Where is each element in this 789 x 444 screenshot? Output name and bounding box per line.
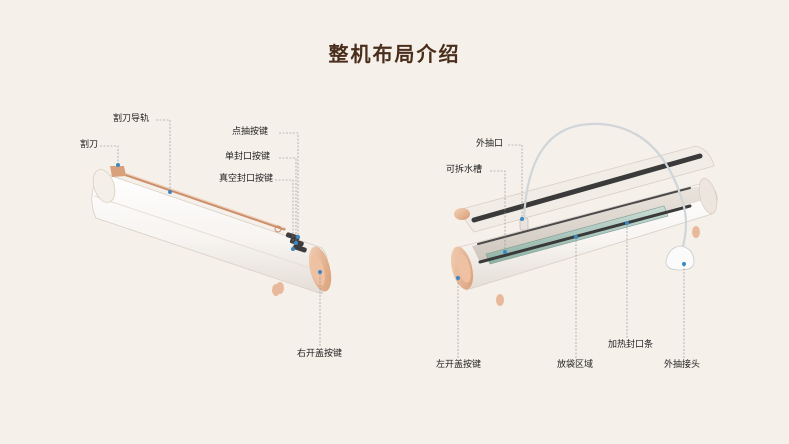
rail-end: [274, 225, 282, 233]
left-guide-dots: [116, 163, 322, 274]
heating-strip: [478, 204, 692, 264]
left-device: [91, 166, 332, 296]
label-cutter: 割刀: [80, 140, 99, 150]
label-pulse-button: 点抽按键: [232, 127, 269, 137]
label-seal-button: 单封口按键: [225, 152, 271, 162]
left-cover-button[interactable]: [455, 252, 474, 284]
right-device: [450, 122, 718, 306]
vacuum-seal-button[interactable]: [292, 244, 307, 253]
label-cutter-rail: 割刀导轨: [113, 114, 150, 124]
right-cover-button[interactable]: [308, 253, 327, 287]
left-end-cap: [92, 169, 116, 203]
device-foot: [276, 282, 284, 294]
page-title: 整机布局介绍: [328, 42, 461, 66]
label-right-cover-button: 右开盖按键: [297, 349, 343, 359]
label-external-suction-port: 外抽口: [476, 139, 504, 149]
device-foot: [692, 226, 700, 238]
device-foot: [496, 294, 504, 306]
lid-seam: [93, 195, 317, 271]
left-leader-lines: [100, 119, 321, 346]
right-end-cap: [698, 178, 718, 214]
label-vacuum-seal-button: 真空封口按键: [219, 174, 274, 184]
cutter-rail-highlight: [117, 170, 285, 229]
cutter[interactable]: [110, 166, 126, 177]
base-gasket: [477, 187, 691, 245]
external-suction-connector[interactable]: [665, 245, 695, 271]
right-guide-dots: [456, 217, 686, 280]
suction-hose: [522, 122, 688, 251]
label-heating-strip: 加热封口条: [608, 340, 654, 350]
label-removable-water-tank: 可拆水槽: [446, 165, 483, 175]
label-left-cover-button: 左开盖按键: [436, 360, 482, 370]
label-external-suction-connector: 外抽接头: [664, 360, 701, 370]
cutter-rail: [116, 170, 286, 231]
lid-end-cap: [454, 208, 470, 220]
right-leader-lines: [457, 144, 685, 358]
label-bag-area: 放袋区域: [557, 360, 594, 370]
lid-gasket: [471, 153, 703, 223]
device-body: [91, 171, 329, 295]
